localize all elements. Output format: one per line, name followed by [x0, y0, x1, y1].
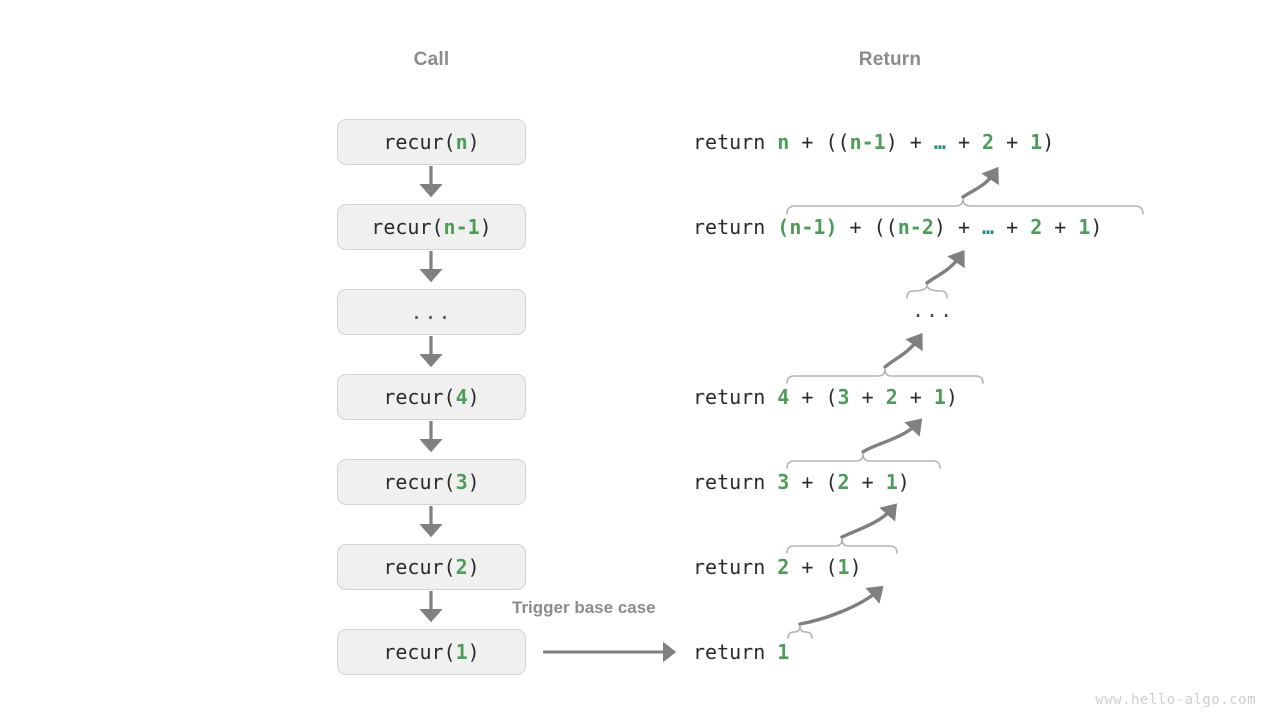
call-box-label: ... — [410, 300, 453, 324]
column-header-call: Call — [413, 49, 450, 70]
curve-arrow-2-to-1 — [961, 166, 999, 199]
call-box-ellipsis[interactable]: ... — [337, 289, 526, 335]
return-line-recur-3: return 3 + (2 + 1) — [693, 470, 910, 494]
call-box-label: recur(n) — [383, 130, 480, 154]
brace-row-4 — [786, 368, 984, 384]
return-line-ellipsis: ... — [912, 298, 955, 322]
trigger-base-case-label: Trigger base case — [512, 598, 656, 617]
brace-row-3 — [906, 284, 948, 299]
brace-row-2 — [786, 198, 1144, 215]
brace-row-6 — [786, 538, 898, 554]
column-header-return: Return — [858, 49, 922, 70]
call-box-recur-3[interactable]: recur(3) — [337, 459, 526, 505]
return-line-recur-1: return 1 — [693, 640, 790, 664]
curve-arrow-6-to-5 — [840, 503, 898, 539]
watermark: www.hello-algo.com — [1095, 692, 1256, 708]
brace-row-7 — [787, 625, 813, 639]
return-line-recur-4: return 4 + (3 + 2 + 1) — [693, 385, 958, 409]
call-box-label: recur(4) — [383, 385, 480, 409]
call-box-label: recur(3) — [383, 470, 480, 494]
brace-row-5 — [786, 453, 941, 469]
return-line-recur-2: return 2 + (1) — [693, 555, 862, 579]
curve-arrow-4-to-3 — [883, 332, 923, 369]
call-box-recur-n[interactable]: recur(n) — [337, 119, 526, 165]
curve-arrow-3-to-2 — [925, 249, 965, 285]
call-box-recur-4[interactable]: recur(4) — [337, 374, 526, 420]
curve-arrow-7-to-6 — [798, 585, 884, 626]
return-line-recur-n-1: return (n-1) + ((n-2) + … + 2 + 1) — [693, 215, 1103, 239]
call-box-recur-2[interactable]: recur(2) — [337, 544, 526, 590]
curve-arrow-5-to-4 — [861, 418, 923, 454]
call-box-label: recur(2) — [383, 555, 480, 579]
call-box-recur-1[interactable]: recur(1) — [337, 629, 526, 675]
return-line-recur-n: return n + ((n-1) + … + 2 + 1) — [693, 130, 1055, 154]
call-box-label: recur(n-1) — [371, 215, 492, 239]
call-box-recur-n-1[interactable]: recur(n-1) — [337, 204, 526, 250]
call-box-label: recur(1) — [383, 640, 480, 664]
